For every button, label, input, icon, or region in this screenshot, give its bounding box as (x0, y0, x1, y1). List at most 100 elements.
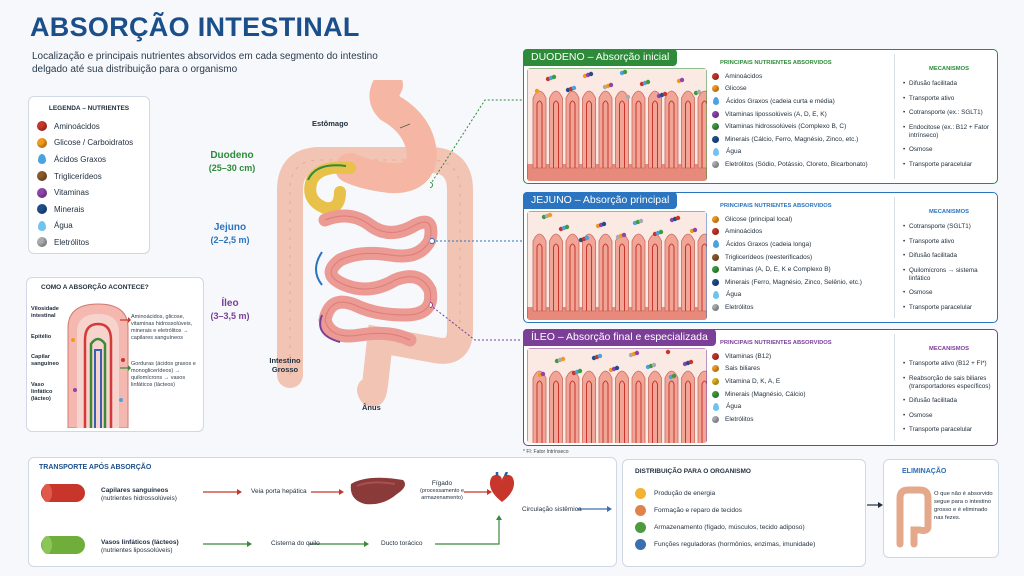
mechanism-item: Endocitose (ex.: B12 + Fator intrínseco) (903, 124, 995, 140)
duodeno-name: Duodeno (210, 150, 254, 161)
colon-icon (896, 486, 932, 548)
nutrient-dot-icon (712, 72, 719, 80)
lymph-vessel-sub: (nutrientes lipossolúveis) (101, 547, 173, 554)
nutrient-label: Triglicerídeos (reesterificados) (725, 253, 813, 261)
villus-label: Vilosidade intestinal (31, 306, 59, 319)
nutrients-list: PRINCIPAIS NUTRIENTES ABSORVIDOS Vitamina… (712, 340, 890, 426)
nutrient-dot-icon (712, 415, 719, 423)
nutrient-dot-icon (37, 137, 47, 148)
nutrient-dot-icon (712, 123, 719, 131)
legend-item-label: Água (54, 221, 73, 231)
liver-name: Fígado (431, 480, 453, 487)
duodeno-length: (25–30 cm) (208, 163, 256, 173)
legend-item: Minerais (37, 201, 141, 218)
lymph-route-text: Gorduras (ácidos graxos e monoglicerídeo… (131, 361, 196, 388)
nutrient-label: Ácidos Graxos (cadeia curta e média) (726, 97, 835, 105)
nutrient-dot-icon (712, 266, 719, 274)
distribution-title: DISTRIBUIÇÃO PARA O ORGANISMO (635, 468, 751, 475)
mechanism-item: Difusão facilitada (903, 252, 995, 260)
nutrient-item: Sais biliares (712, 363, 890, 376)
drop-icon (38, 220, 46, 231)
nutrient-item: Água (712, 146, 890, 159)
elimination-card: ELIMINAÇÃO O que não é absorvido segue p… (883, 459, 999, 558)
nutrient-label: Água (726, 403, 742, 411)
liver-sub: (processamento e armazenamento) (419, 488, 465, 501)
nutrient-label: Glicose (principal local) (725, 215, 793, 223)
nutrient-label: Aminoácidos (725, 72, 763, 80)
mechanism-item: Difusão facilitada (903, 80, 995, 88)
mechanism-item: Cotransporte (ex.: SGLT1) (903, 109, 995, 117)
nutrient-item: Glicose (principal local) (712, 213, 890, 226)
nutrient-label: Minerais (Magnésio, Cálcio) (725, 390, 806, 398)
nutrient-item: Vitaminas (B12) (712, 350, 890, 363)
villus-illustration (67, 303, 129, 428)
nutrient-dot-icon (712, 352, 719, 360)
jejuno-length: (2–2,5 m) (210, 235, 250, 245)
nutrient-label: Eletrólitos (Sódio, Potássio, Cloreto, B… (725, 160, 868, 168)
legend-item: Aminoácidos (37, 118, 141, 135)
mechanism-item: Osmose (903, 146, 995, 154)
footnote: * FI: Fator Intrínseco (523, 449, 569, 455)
drop-icon (713, 147, 719, 156)
liver-label: Fígado (processamento e armazenamento) (412, 480, 472, 502)
distribution-item: Armazenamento (fígado, músculos, tecido … (635, 519, 853, 536)
nutrient-item: Minerais (Cálcio, Ferro, Magnésio, Zinco… (712, 133, 890, 146)
nutrient-label: Eletrólitos (725, 415, 754, 423)
mechanisms-title: MECANISMOS (929, 66, 969, 72)
legend-item: Vitaminas (37, 184, 141, 201)
panel-title: JEJUNO – Absorção principal (523, 192, 678, 209)
nutrient-dot-icon (712, 303, 719, 311)
digestive-tract-illustration (277, 80, 473, 407)
nutrient-dot-icon (37, 121, 47, 132)
lymph-vessel-label: Vasos linfáticos (lácteos) (101, 539, 179, 546)
nutrient-dot-icon (37, 237, 47, 248)
distribution-card: DISTRIBUIÇÃO PARA O ORGANISMO Produção d… (622, 459, 866, 567)
nutrient-item: Água (712, 289, 890, 302)
nutrient-label: Aminoácidos (725, 228, 763, 236)
nutrient-item: Vitaminas hidrossolúveis (Complexo B, C) (712, 120, 890, 133)
how-arrows (120, 317, 131, 371)
legend-item-label: Vitaminas (54, 188, 89, 198)
heart-icon (489, 472, 515, 502)
transport-card: TRANSPORTE APÓS ABSORÇÃO Capilares sangu… (28, 457, 617, 567)
distribution-icon (635, 539, 646, 550)
ileo-label: Íleo (3–3,5 m) (205, 298, 255, 322)
capillary-label: Capilar sanguíneo (31, 354, 59, 367)
distribution-item: Formação e reparo de tecidos (635, 502, 853, 519)
nutrient-dot-icon (37, 187, 47, 198)
nutrient-label: Vitaminas hidrossolúveis (Complexo B, C) (725, 123, 847, 131)
nutrient-item: Vitamina D, K, A, E (712, 375, 890, 388)
legend-item-label: Glicose / Carboidratos (54, 138, 134, 148)
nutrient-item: Eletrólitos (712, 301, 890, 314)
mechanism-item: Osmose (903, 289, 995, 297)
blood-vessel-sub: (nutrientes hidrossolúveis) (101, 495, 177, 502)
distribution-label: Armazenamento (fígado, músculos, tecido … (654, 524, 805, 531)
nutrients-title: PRINCIPAIS NUTRIENTES ABSORVIDOS (720, 340, 832, 346)
mechanisms-list: MECANISMOSCotransporte (SGLT1)Transporte… (894, 197, 995, 318)
panel-title: DUODENO – Absorção inicial (523, 49, 678, 66)
drop-icon (713, 97, 719, 106)
mechanism-item: Transporte ativo (903, 95, 995, 103)
nutrient-item: Água (712, 400, 890, 413)
mechanism-item: Transporte paracelular (903, 426, 995, 434)
nutrient-dot-icon (712, 135, 719, 143)
nutrient-item: Minerais (Ferro, Magnésio, Zinco, Selêni… (712, 276, 890, 289)
jejuno-name: Jejuno (213, 222, 247, 233)
nutrient-item: Ácidos Graxos (cadeia curta e média) (712, 95, 890, 108)
mechanisms-list: MECANISMOSTransporte ativo (B12 + FI*)Re… (894, 334, 995, 441)
legend-item: Triglicerídeos (37, 168, 141, 185)
distribution-label: Formação e reparo de tecidos (654, 507, 742, 514)
nutrient-label: Glicose (725, 85, 747, 93)
nutrient-item: Aminoácidos (712, 226, 890, 239)
mechanism-item: Transporte ativo (903, 238, 995, 246)
mechanism-item: Transporte paracelular (903, 304, 995, 312)
nutrient-dot-icon (712, 278, 719, 286)
nutrient-item: Glicose (712, 83, 890, 96)
jejuno-label: Jejuno (2–2,5 m) (205, 222, 255, 246)
vessel-icons (41, 484, 85, 554)
distribution-icon (635, 488, 646, 499)
mechanisms-list: MECANISMOS Difusão facilitadaTransporte a… (894, 54, 995, 179)
nutrient-dot-icon (712, 228, 719, 236)
